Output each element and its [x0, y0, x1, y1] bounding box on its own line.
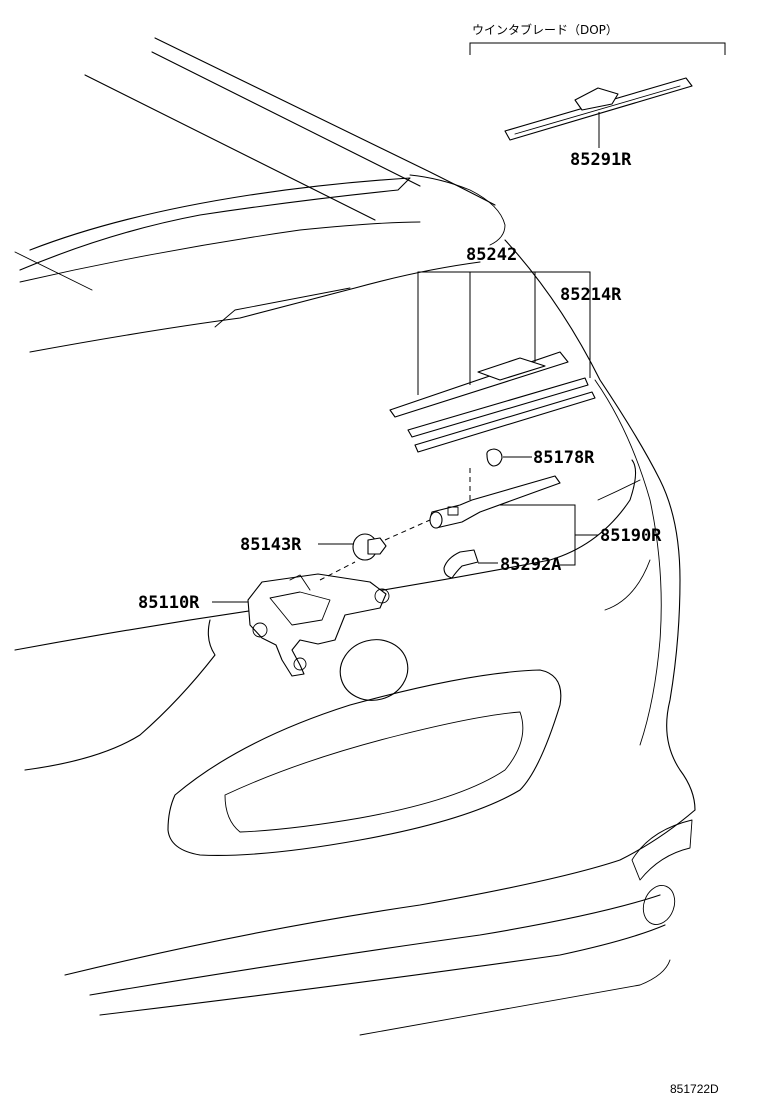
pivot-cap	[318, 533, 387, 561]
arm-cover	[443, 549, 498, 579]
vehicle-body-outline	[14, 37, 696, 1036]
part-label-85292A: 85292A	[500, 555, 561, 575]
part-label-85110R: 85110R	[138, 593, 200, 613]
option-label: ウインタブレード（DOP）	[472, 22, 618, 37]
nut-cap	[486, 448, 532, 467]
diagram-reference: 851722D	[670, 1082, 719, 1096]
wiper-motor	[212, 573, 390, 677]
winter-blade	[504, 77, 693, 148]
option-bracket: ウインタブレード（DOP）	[469, 22, 726, 55]
blade-leader-lines	[417, 271, 591, 395]
part-label-85291R: 85291R	[570, 150, 632, 170]
wiper-arm	[429, 475, 598, 566]
part-label-85242: 85242	[466, 245, 517, 265]
part-label-85143R: 85143R	[240, 535, 302, 555]
part-label-85190R: 85190R	[600, 526, 662, 546]
wiper-blade	[389, 351, 596, 453]
part-label-85214R: 85214R	[560, 285, 622, 305]
part-label-85178R: 85178R	[533, 448, 595, 468]
